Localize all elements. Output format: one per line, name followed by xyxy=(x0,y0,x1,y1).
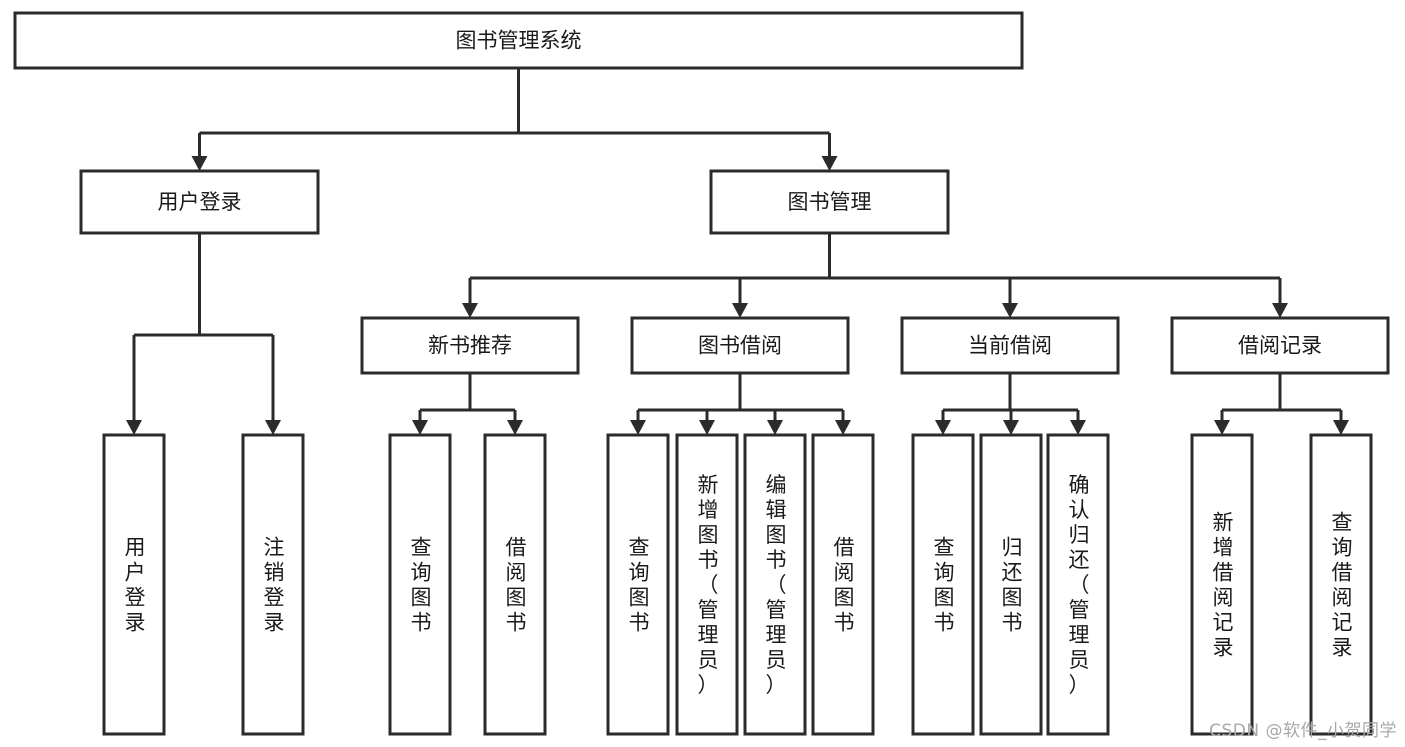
node-leaf-logout-box[interactable] xyxy=(241,433,305,736)
node-book-manage[interactable]: 图书管理 xyxy=(709,169,950,235)
node-leaf-logout[interactable]: 注销登录 xyxy=(241,433,305,736)
node-leaf-borrow-book-label: 借阅图书 xyxy=(834,536,855,635)
node-leaf-add-borrow-record-box[interactable] xyxy=(1190,433,1254,736)
edge-borrow-record-to-leaf-query-borrow-record-arrowhead xyxy=(1333,420,1349,435)
node-root-system-label: 图书管理系统 xyxy=(456,29,582,53)
node-leaf-edit-book-admin[interactable]: 编辑图书（管理员） xyxy=(743,433,807,736)
node-leaf-add-book-admin-box[interactable] xyxy=(675,433,739,736)
node-leaf-return-book-label: 归还图书 xyxy=(1002,536,1023,635)
edge-ul-to-leaf-logout-arrowhead xyxy=(265,420,281,435)
node-current-borrow[interactable]: 当前借阅 xyxy=(900,316,1120,375)
node-book-manage-box[interactable] xyxy=(709,169,950,235)
edge-bm-to-borrow-record-arrowhead xyxy=(1272,303,1288,318)
node-borrow-record-label: 借阅记录 xyxy=(1238,334,1322,358)
node-book-borrow-box[interactable] xyxy=(630,316,850,375)
connector-edges xyxy=(126,68,1349,435)
csdn-watermark: CSDN @软件_小贺同学 xyxy=(1209,721,1397,741)
node-book-borrow[interactable]: 图书借阅 xyxy=(630,316,850,375)
node-leaf-confirm-return-admin-box[interactable] xyxy=(1046,433,1110,736)
node-user-login[interactable]: 用户登录 xyxy=(79,169,320,235)
node-leaf-return-book-box[interactable] xyxy=(979,433,1043,736)
node-leaf-borrow-book-rec-label: 借阅图书 xyxy=(506,536,527,635)
node-root-system-box[interactable] xyxy=(13,11,1024,70)
node-new-book-recommend-label: 新书推荐 xyxy=(428,334,512,358)
edge-bm-to-current-borrow-arrowhead xyxy=(1002,303,1018,318)
node-leaf-borrow-book-rec[interactable]: 借阅图书 xyxy=(483,433,547,736)
node-leaf-add-borrow-record[interactable]: 新增借阅记录 xyxy=(1190,433,1254,736)
node-leaf-query-borrow-record[interactable]: 查询借阅记录 xyxy=(1309,433,1373,736)
node-leaf-query-book-rec[interactable]: 查询图书 xyxy=(388,433,452,736)
node-user-login-box[interactable] xyxy=(79,169,320,235)
node-leaf-user-login-box[interactable] xyxy=(102,433,166,736)
edge-new-book-recommend-to-leaf-borrow-book-rec-arrowhead xyxy=(507,420,523,435)
edge-ul-to-leaf-user-login-arrowhead xyxy=(126,420,142,435)
edge-current-borrow-to-leaf-confirm-return-admin-arrowhead xyxy=(1070,420,1086,435)
node-leaf-query-borrow-record-label: 查询借阅记录 xyxy=(1332,511,1353,660)
node-leaf-query-book-borrow-label: 查询图书 xyxy=(629,536,650,635)
edge-current-borrow-to-leaf-return-book-arrowhead xyxy=(1003,420,1019,435)
node-leaf-confirm-return-admin-label: 确认归还（管理员） xyxy=(1069,473,1090,697)
node-borrow-record[interactable]: 借阅记录 xyxy=(1170,316,1390,375)
node-new-book-recommend[interactable]: 新书推荐 xyxy=(360,316,580,375)
node-leaf-edit-book-admin-label: 编辑图书（管理员） xyxy=(766,473,787,697)
node-current-borrow-box[interactable] xyxy=(900,316,1120,375)
node-leaf-return-book[interactable]: 归还图书 xyxy=(979,433,1043,736)
node-leaf-query-book-borrow-box[interactable] xyxy=(606,433,670,736)
node-current-borrow-label: 当前借阅 xyxy=(968,334,1052,358)
edge-book-borrow-to-leaf-add-book-admin-arrowhead xyxy=(699,420,715,435)
node-borrow-record-box[interactable] xyxy=(1170,316,1390,375)
node-leaf-borrow-book-rec-box[interactable] xyxy=(483,433,547,736)
node-leaf-query-book-current[interactable]: 查询图书 xyxy=(911,433,975,736)
edge-current-borrow-to-leaf-query-book-current-arrowhead xyxy=(935,420,951,435)
edge-book-borrow-to-leaf-borrow-book-arrowhead xyxy=(835,420,851,435)
node-book-manage-label: 图书管理 xyxy=(788,190,872,214)
node-new-book-recommend-box[interactable] xyxy=(360,316,580,375)
node-leaf-borrow-book[interactable]: 借阅图书 xyxy=(811,433,875,736)
node-leaf-confirm-return-admin[interactable]: 确认归还（管理员） xyxy=(1046,433,1110,736)
edge-book-borrow-to-leaf-edit-book-admin-arrowhead xyxy=(767,420,783,435)
node-leaf-query-borrow-record-box[interactable] xyxy=(1309,433,1373,736)
node-leaf-query-book-rec-box[interactable] xyxy=(388,433,452,736)
edge-root-to-book-manage-arrowhead xyxy=(821,156,838,171)
node-book-borrow-label: 图书借阅 xyxy=(698,334,782,358)
node-leaf-query-book-current-box[interactable] xyxy=(911,433,975,736)
edge-borrow-record-to-leaf-add-borrow-record-arrowhead xyxy=(1214,420,1230,435)
edge-root-to-user-login-arrowhead xyxy=(191,156,208,171)
node-leaf-user-login[interactable]: 用户登录 xyxy=(102,433,166,736)
edge-bm-to-book-borrow-arrowhead xyxy=(732,303,748,318)
edge-book-borrow-to-leaf-query-book-borrow-arrowhead xyxy=(630,420,646,435)
node-leaf-logout-label: 注销登录 xyxy=(264,536,285,635)
edge-bm-to-new-book-recommend-arrowhead xyxy=(462,303,478,318)
node-leaf-user-login-label: 用户登录 xyxy=(125,536,146,635)
node-leaf-query-book-borrow[interactable]: 查询图书 xyxy=(606,433,670,736)
edge-new-book-recommend-to-leaf-query-book-rec-arrowhead xyxy=(412,420,428,435)
node-root-system[interactable]: 图书管理系统 xyxy=(13,11,1024,70)
node-leaf-edit-book-admin-box[interactable] xyxy=(743,433,807,736)
node-leaf-borrow-book-box[interactable] xyxy=(811,433,875,736)
node-leaf-add-book-admin-label: 新增图书（管理员） xyxy=(698,473,719,697)
node-user-login-label: 用户登录 xyxy=(158,190,242,214)
node-leaf-add-book-admin[interactable]: 新增图书（管理员） xyxy=(675,433,739,736)
node-leaf-query-book-rec-label: 查询图书 xyxy=(411,536,432,635)
node-boxes: 图书管理系统用户登录图书管理新书推荐图书借阅当前借阅借阅记录用户登录注销登录查询… xyxy=(13,11,1390,736)
node-leaf-add-borrow-record-label: 新增借阅记录 xyxy=(1213,511,1234,660)
node-leaf-query-book-current-label: 查询图书 xyxy=(934,536,955,635)
